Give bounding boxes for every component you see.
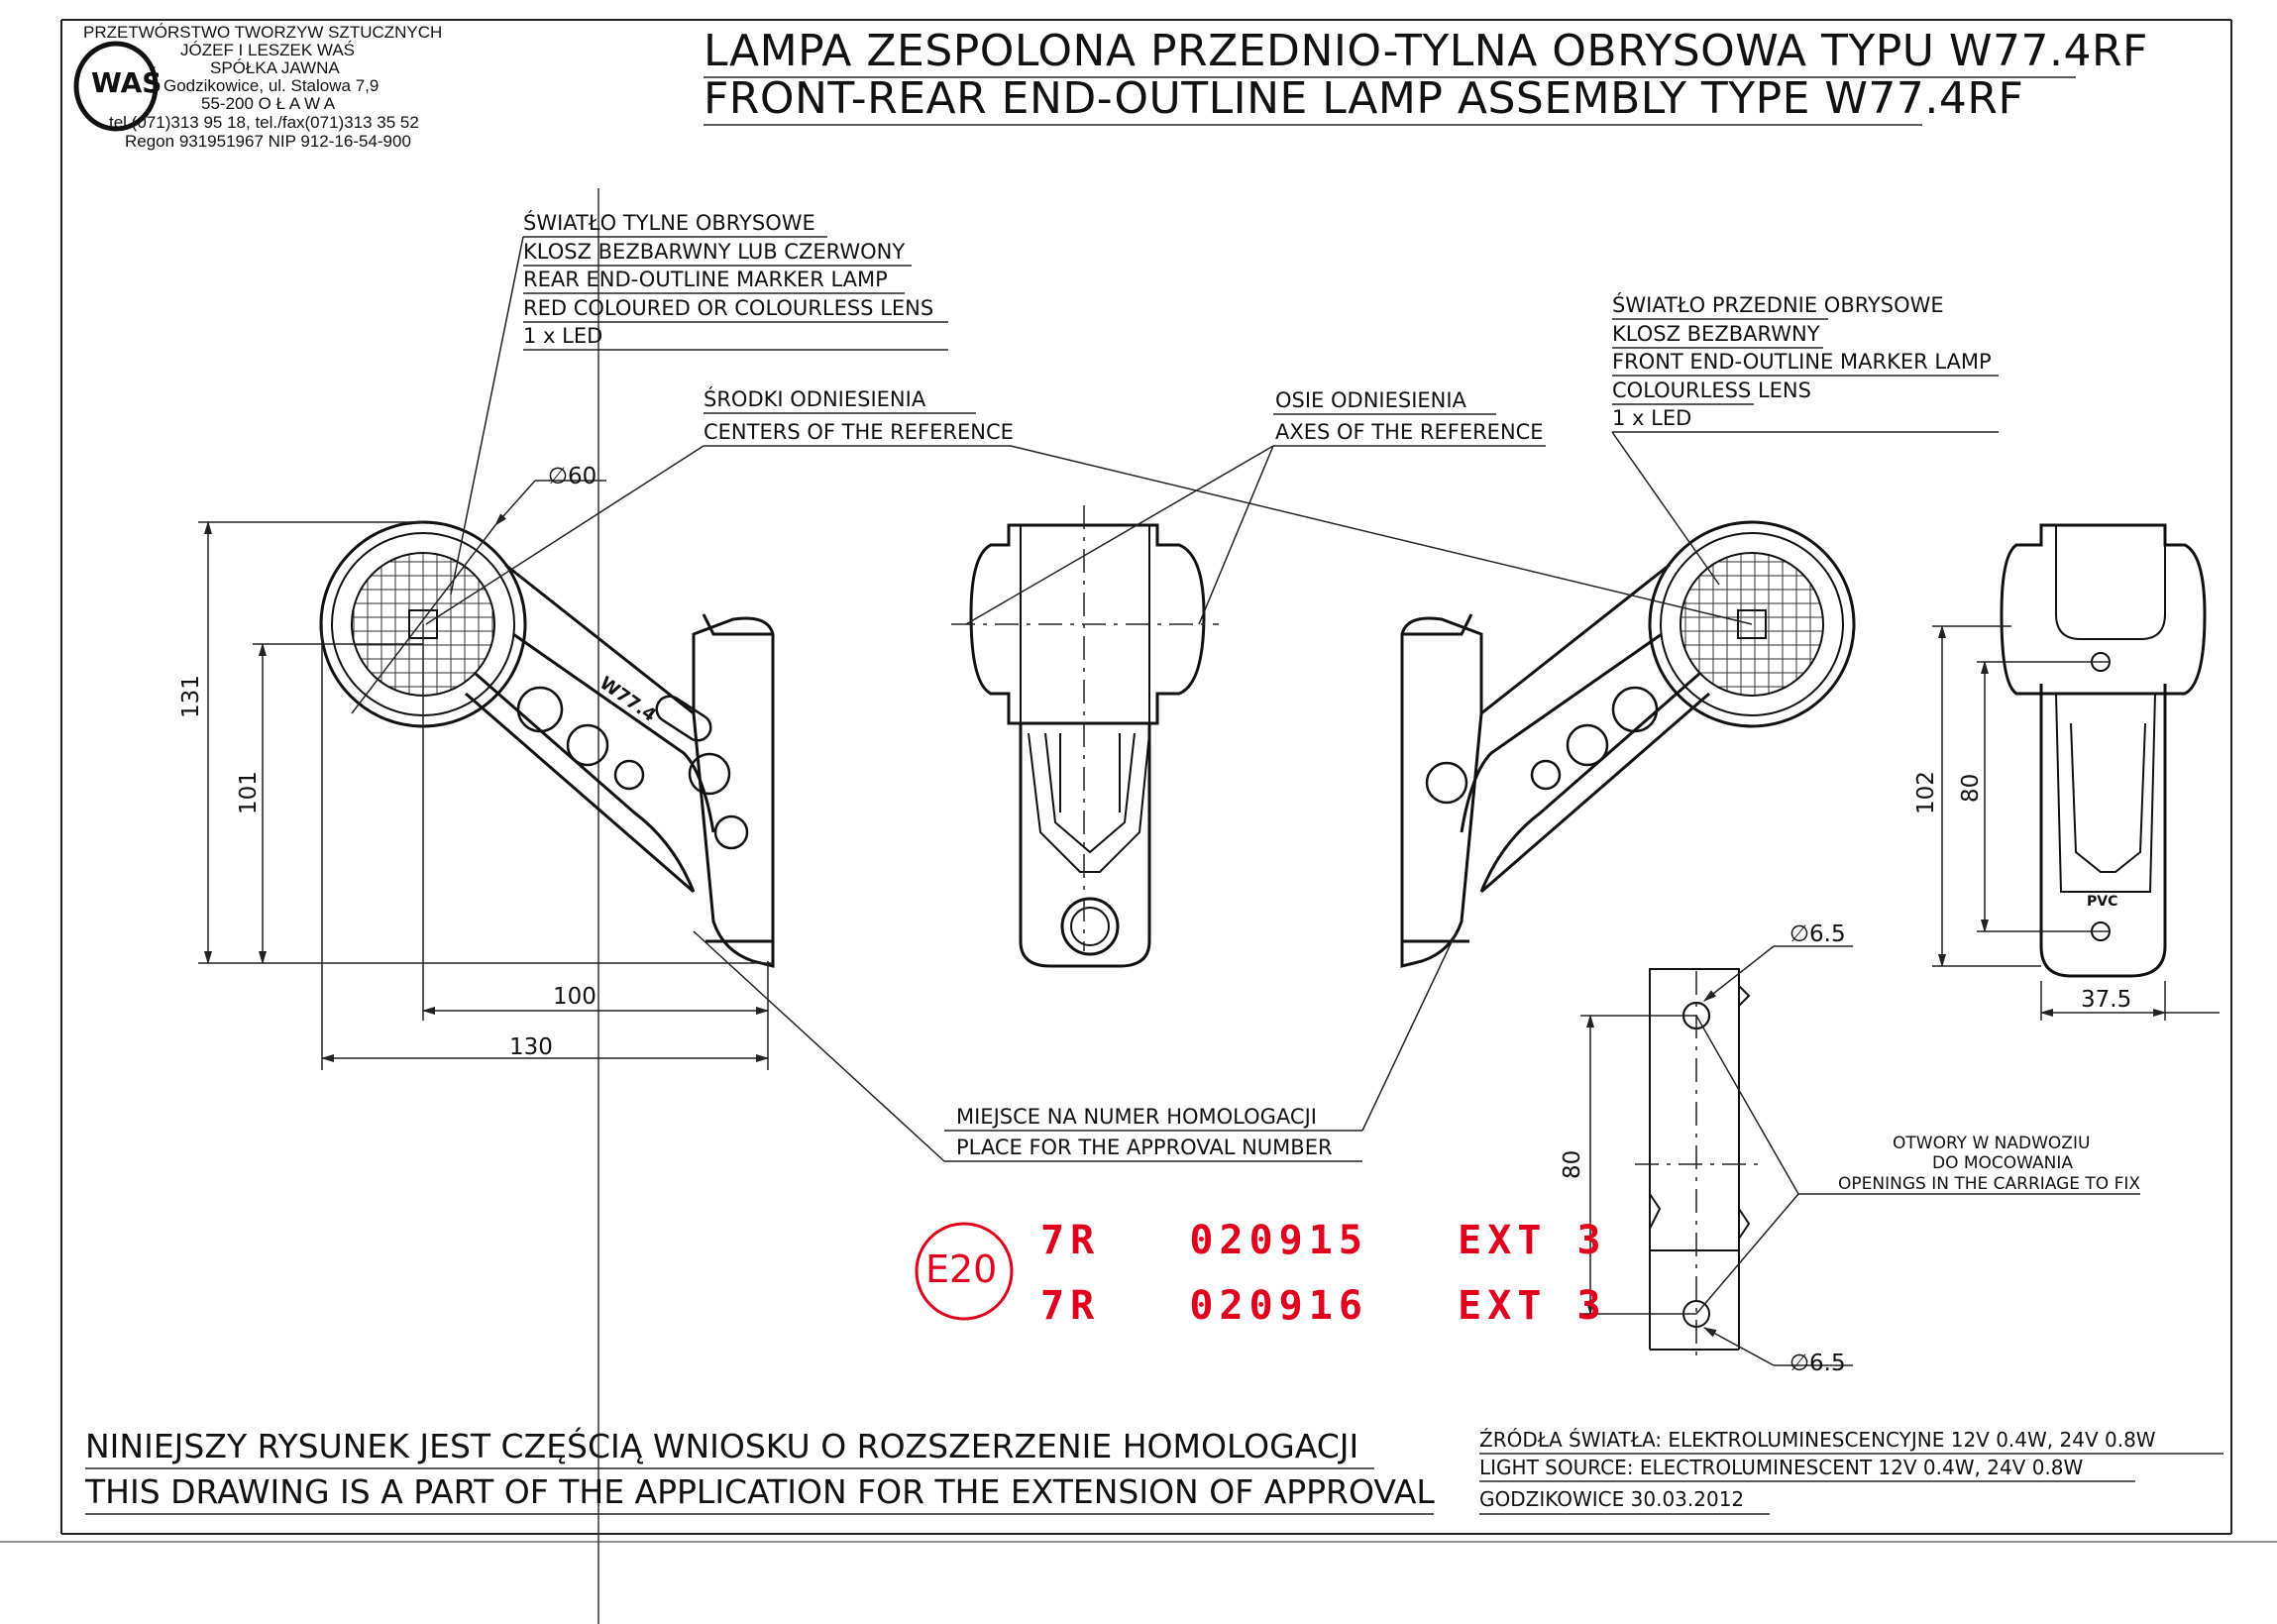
dim-130: 130 — [509, 1034, 553, 1060]
approval-e-mark: E20 — [925, 1247, 998, 1291]
company-logo-text: WAŚ — [91, 66, 163, 99]
dim-80-side: 80 — [1958, 773, 1984, 803]
light-source-pl: ŹRÓDŁA ŚWIATŁA: ELEKTROLUMINESCENCYJNE 1… — [1479, 1428, 2156, 1452]
dim-hole-top: ∅6.5 — [1789, 921, 1846, 947]
hole-dimensions — [1580, 945, 2140, 1366]
rear-label-3: REAR END-OUTLINE MARKER LAMP — [523, 268, 888, 291]
rear-label-1: ŚWIATŁO TYLNE OBRYSOWE — [523, 211, 815, 235]
centers-label-en: CENTERS OF THE REFERENCE — [704, 420, 1014, 444]
company-line-6: tel.(071)313 95 18, tel./fax(071)313 35 … — [109, 113, 419, 132]
front-label-2: KLOSZ BEZBARWNY — [1612, 322, 1820, 346]
side-lamp-view — [2000, 523, 2207, 978]
mounting-holes — [1649, 969, 1740, 1351]
rear-label-2: KLOSZ BEZBARWNY LUB CZERWONY — [523, 240, 906, 264]
approval-e-mark-circle — [915, 1222, 1014, 1321]
dim-131: 131 — [178, 675, 204, 718]
axes-label-pl: OSIE ODNIESIENIA — [1275, 388, 1466, 412]
approval-number-1: 7R 020915 EXT 3 — [1040, 1218, 1607, 1263]
leader-lines — [85, 76, 2223, 1515]
front-label-3: FRONT END-OUTLINE MARKER LAMP — [1612, 350, 1992, 374]
company-logo — [73, 41, 159, 132]
drawing-date: GODZIKOWICE 30.03.2012 — [1479, 1487, 1745, 1511]
mounting-hole-pattern — [1649, 968, 1751, 1251]
dim-80-holes: 80 — [1560, 1149, 1585, 1179]
light-source-en: LIGHT SOURCE: ELECTROLUMINESCENT 12V 0.4… — [1479, 1456, 2084, 1479]
dim-102: 102 — [1913, 771, 1939, 814]
approval-place-pl: MIEJSCE NA NUMER HOMOLOGACJI — [956, 1105, 1317, 1129]
front-label-5: 1 x LED — [1612, 406, 1692, 430]
left-dimensions — [198, 480, 773, 1070]
pvc-mark-text: PVC — [2087, 894, 2117, 910]
right-lamp-view — [1400, 520, 1856, 968]
openings-label-2: DO MOCOWANIA — [1932, 1153, 2074, 1173]
approval-place-en: PLACE FOR THE APPROVAL NUMBER — [956, 1136, 1333, 1159]
company-line-2: JÓZEF I LESZEK WAŚ — [180, 41, 356, 59]
footer-polish: NINIEJSZY RYSUNEK JEST CZĘŚCIĄ WNIOSKU O… — [85, 1427, 1359, 1465]
title-english: FRONT-REAR END-OUTLINE LAMP ASSEMBLY TYP… — [704, 73, 2024, 124]
dim-37-5: 37.5 — [2081, 987, 2132, 1013]
dim-100: 100 — [553, 984, 596, 1010]
front-label-4: COLOURLESS LENS — [1612, 379, 1811, 402]
approval-number-2: 7R 020916 EXT 3 — [1040, 1283, 1607, 1329]
front-label-1: ŚWIATŁO PRZEDNIE OBRYSOWE — [1612, 293, 1944, 317]
middle-center-lines — [951, 505, 1219, 951]
dim-101: 101 — [236, 771, 262, 814]
side-dimensions — [1932, 624, 2220, 1021]
company-line-4: Godzikowice, ul. Stalowa 7,9 — [163, 76, 380, 95]
company-line-1: PRZETWÓRSTWO TWORZYW SZTUCZNYCH — [83, 23, 443, 42]
title-polish: LAMPA ZESPOLONA PRZEDNIO-TYLNA OBRYSOWA … — [704, 26, 2148, 76]
dim-lens-diameter: ∅60 — [548, 464, 597, 489]
company-line-5: 55-200 O Ł A W A — [201, 94, 336, 113]
dim-hole-bottom: ∅6.5 — [1789, 1351, 1846, 1376]
company-line-3: SPÓŁKA JAWNA — [210, 58, 340, 77]
company-line-7: Regon 931951967 NIP 912-16-54-900 — [125, 132, 411, 151]
footer-english: THIS DRAWING IS A PART OF THE APPLICATIO… — [85, 1472, 1435, 1511]
rear-label-5: 1 x LED — [523, 324, 603, 348]
middle-lamp-view — [969, 523, 1206, 968]
centers-label-pl: ŚRODKI ODNIESIENIA — [704, 387, 926, 411]
openings-label-1: OTWORY W NADWOZIU — [1893, 1134, 2091, 1153]
openings-label-3: OPENINGS IN THE CARRIAGE TO FIX — [1838, 1174, 2141, 1194]
drawing-frame — [0, 19, 2277, 1543]
axes-label-en: AXES OF THE REFERENCE — [1275, 420, 1544, 444]
left-lamp-view — [319, 520, 775, 968]
rear-label-4: RED COLOURED OR COLOURLESS LENS — [523, 296, 934, 320]
hole-center-lines — [1635, 971, 1759, 1357]
